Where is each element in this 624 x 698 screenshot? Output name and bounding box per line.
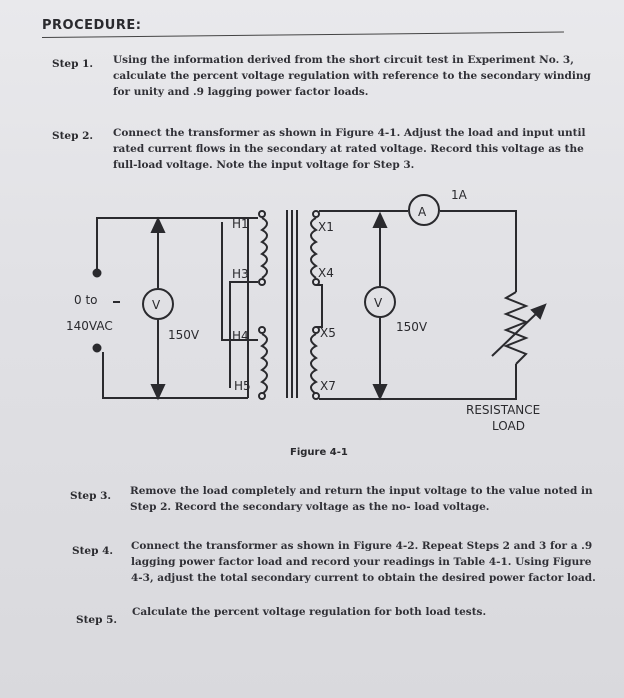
source-label-line-1: 0 to xyxy=(74,293,98,307)
secondary-voltmeter-symbol: V xyxy=(374,296,383,310)
resistance-zigzag xyxy=(503,291,529,365)
step-2-text: Connect the transformer as shown in Figu… xyxy=(113,125,585,173)
step-4-line-1: Connect the transformer as shown in Figu… xyxy=(131,540,593,552)
primary-arrow-up xyxy=(150,216,166,233)
x1-terminal xyxy=(312,210,320,218)
resistance-variable-arrow-head xyxy=(530,303,547,320)
h3-terminal xyxy=(258,278,266,286)
secondary-coil-upper xyxy=(310,217,318,279)
step-5-label: Step 5. xyxy=(76,614,118,626)
step-1-line-2: calculate the percent voltage regulation… xyxy=(113,70,591,82)
primary-left-rail xyxy=(247,217,258,398)
step-1-text: Using the information derived from the s… xyxy=(113,52,591,100)
primary-coil-upper xyxy=(260,217,268,279)
load-label-line-1: RESISTANCE xyxy=(466,403,540,417)
primary-top-wire xyxy=(96,217,248,269)
ammeter xyxy=(408,194,440,226)
resistance-variable-arrow-shaft xyxy=(491,311,539,357)
primary-arrow-down xyxy=(150,384,166,401)
step-4-label: Step 4. xyxy=(72,545,114,557)
tap-x7: X7 xyxy=(320,379,336,393)
procedure-heading: PROCEDURE: xyxy=(42,18,142,33)
tap-h4: H4 xyxy=(232,329,249,343)
secondary-arrow-down xyxy=(372,384,388,401)
step-2-label: Step 2. xyxy=(52,130,94,142)
step-1-label: Step 1. xyxy=(52,58,94,70)
h1-terminal xyxy=(258,210,266,218)
h4-terminal xyxy=(258,326,266,334)
secondary-load-top-wire xyxy=(440,210,517,292)
step-2-line-1: Connect the transformer as shown in Figu… xyxy=(113,127,586,139)
figure-caption: Figure 4-1 xyxy=(290,447,348,458)
secondary-voltage-label: 150V xyxy=(396,320,428,334)
step-2-line-3: full-load voltage. Note the input voltag… xyxy=(113,159,415,171)
step-1-line-1: Using the information derived from the s… xyxy=(113,54,574,66)
tap-x1: X1 xyxy=(318,220,334,234)
step-4-line-3: 4-3, adjust the total secondary current … xyxy=(131,572,596,584)
tap-h1: H1 xyxy=(232,217,249,231)
secondary-x4-x5-link xyxy=(316,284,323,328)
load-label-line-2: LOAD xyxy=(492,419,525,433)
ammeter-symbol: A xyxy=(418,205,427,219)
tap-h3: H3 xyxy=(232,267,249,281)
step-2-line-2: rated current flows in the secondary at … xyxy=(113,143,584,155)
x7-terminal xyxy=(312,392,320,400)
ammeter-rating: 1A xyxy=(451,188,468,202)
step-3-line-2: Step 2. Record the secondary voltage as … xyxy=(130,501,490,513)
secondary-bottom-wire xyxy=(319,364,517,400)
source-terminal-top xyxy=(92,268,102,278)
tap-x4: X4 xyxy=(318,266,334,280)
primary-voltmeter-symbol: V xyxy=(152,298,161,312)
secondary-arrow-up xyxy=(372,211,388,228)
step-3-label: Step 3. xyxy=(70,490,112,502)
primary-voltmeter xyxy=(142,288,174,320)
primary-coil-lower xyxy=(260,333,268,395)
primary-h1-h4-link xyxy=(221,222,258,341)
step-4-line-2: lagging power factor load and record you… xyxy=(131,556,592,568)
primary-bottom-wire xyxy=(102,352,248,399)
step-3-line-1: Remove the load completely and return th… xyxy=(130,485,593,497)
source-label-line-2: 140VAC xyxy=(66,319,113,333)
h5-terminal xyxy=(258,392,266,400)
step-5-line-1: Calculate the percent voltage regulation… xyxy=(132,606,487,618)
step-4-text: Connect the transformer as shown in Figu… xyxy=(131,538,596,586)
step-1-line-3: for unity and .9 lagging power factor lo… xyxy=(113,86,369,98)
step-3-text: Remove the load completely and return th… xyxy=(130,483,593,515)
step-5-text: Calculate the percent voltage regulation… xyxy=(132,604,486,620)
tap-x5: X5 xyxy=(320,326,336,340)
tap-h5: H5 xyxy=(234,379,251,393)
secondary-coil-lower xyxy=(310,333,318,395)
primary-h3-h5-link xyxy=(229,281,258,388)
source-terminal-bottom xyxy=(92,343,102,353)
secondary-voltmeter xyxy=(364,286,396,318)
primary-voltage-label: 150V xyxy=(168,328,200,342)
